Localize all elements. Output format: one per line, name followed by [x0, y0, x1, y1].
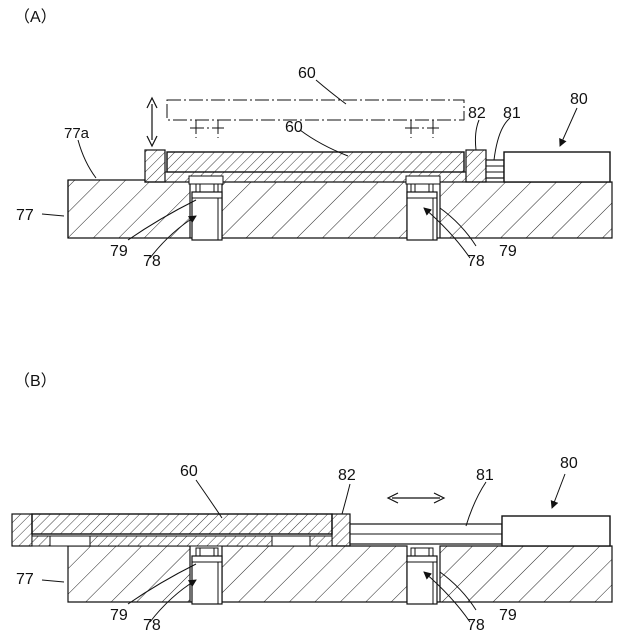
- table-raised-phantom-a: [167, 100, 464, 138]
- rod-a: [486, 160, 504, 178]
- panel-a-label: （A）: [14, 8, 57, 26]
- callout-table-a: 60: [285, 119, 303, 136]
- base-block-b: [68, 546, 612, 602]
- frame-left-b: [12, 514, 32, 546]
- panel-b: （B）: [12, 372, 612, 634]
- callout-support-right-b: 79: [499, 607, 517, 624]
- vertical-motion-arrow-a: [147, 98, 157, 146]
- callout-base-surface-a: 77a: [64, 125, 90, 142]
- callout-table-raised-a: 60: [298, 65, 316, 82]
- callout-frame-b: 82: [338, 467, 356, 484]
- callout-rod-b: 81: [476, 467, 494, 484]
- callout-cylinder-right-a: 78: [467, 253, 485, 270]
- callout-cylinder-left-b: 78: [143, 617, 161, 634]
- table-a: [167, 152, 464, 172]
- actuator-body-b: [502, 516, 610, 546]
- base-block-a: [68, 180, 612, 238]
- callout-base-a: 77: [16, 207, 34, 224]
- horizontal-motion-arrow-b: [388, 493, 444, 503]
- callout-base-b: 77: [16, 571, 34, 588]
- callout-support-left-b: 79: [110, 607, 128, 624]
- panel-a: （A）: [14, 8, 612, 270]
- lift-cylinder-right-a: [407, 184, 437, 240]
- callout-actuator-a: 80: [570, 91, 588, 108]
- panel-b-label: （B）: [14, 372, 57, 390]
- callout-table-b: 60: [180, 463, 198, 480]
- callout-support-left-a: 79: [110, 243, 128, 260]
- actuator-body-a: [504, 152, 610, 182]
- frame-left-a: [145, 150, 165, 182]
- callout-actuator-b: 80: [560, 455, 578, 472]
- callout-cylinder-left-a: 78: [143, 253, 161, 270]
- callout-cylinder-right-b: 78: [467, 617, 485, 634]
- table-b: [32, 514, 332, 534]
- callout-rod-a: 81: [503, 105, 521, 122]
- frame-right-b: [332, 514, 350, 546]
- lift-cylinder-right-b: [407, 548, 437, 604]
- callout-frame-a: 82: [468, 105, 486, 122]
- lift-cylinder-left-b: [192, 548, 222, 604]
- callout-support-right-a: 79: [499, 243, 517, 260]
- frame-right-a: [466, 150, 486, 182]
- lift-cylinder-left-a: [192, 184, 222, 240]
